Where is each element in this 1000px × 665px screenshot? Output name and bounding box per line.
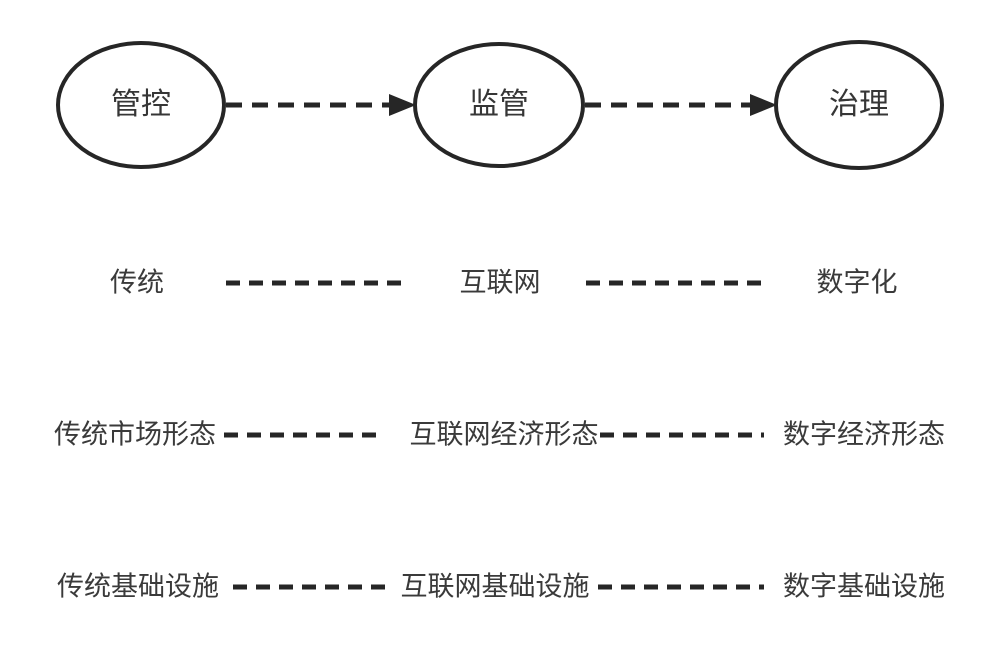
row1-label-left: 传统 bbox=[110, 267, 164, 298]
row3-label-middle: 互联网基础设施 bbox=[400, 571, 590, 602]
row2-label-left: 传统市场形态 bbox=[54, 419, 216, 450]
node-label-supervision: 监管 bbox=[469, 88, 529, 121]
row3-label-right: 数字基础设施 bbox=[783, 571, 945, 602]
row3-label-left: 传统基础设施 bbox=[57, 571, 219, 602]
node-label-governance: 治理 bbox=[829, 88, 889, 121]
row2-label-middle: 互联网经济形态 bbox=[409, 419, 599, 450]
row1-label-right: 数字化 bbox=[816, 267, 898, 298]
arrowhead-icon bbox=[389, 94, 416, 116]
node-ellipse-control bbox=[56, 41, 226, 169]
row1-label-middle: 互联网 bbox=[459, 267, 541, 298]
arrowhead-icon bbox=[750, 94, 777, 116]
row2-label-right: 数字经济形态 bbox=[783, 419, 945, 450]
node-label-control: 管控 bbox=[111, 88, 171, 121]
